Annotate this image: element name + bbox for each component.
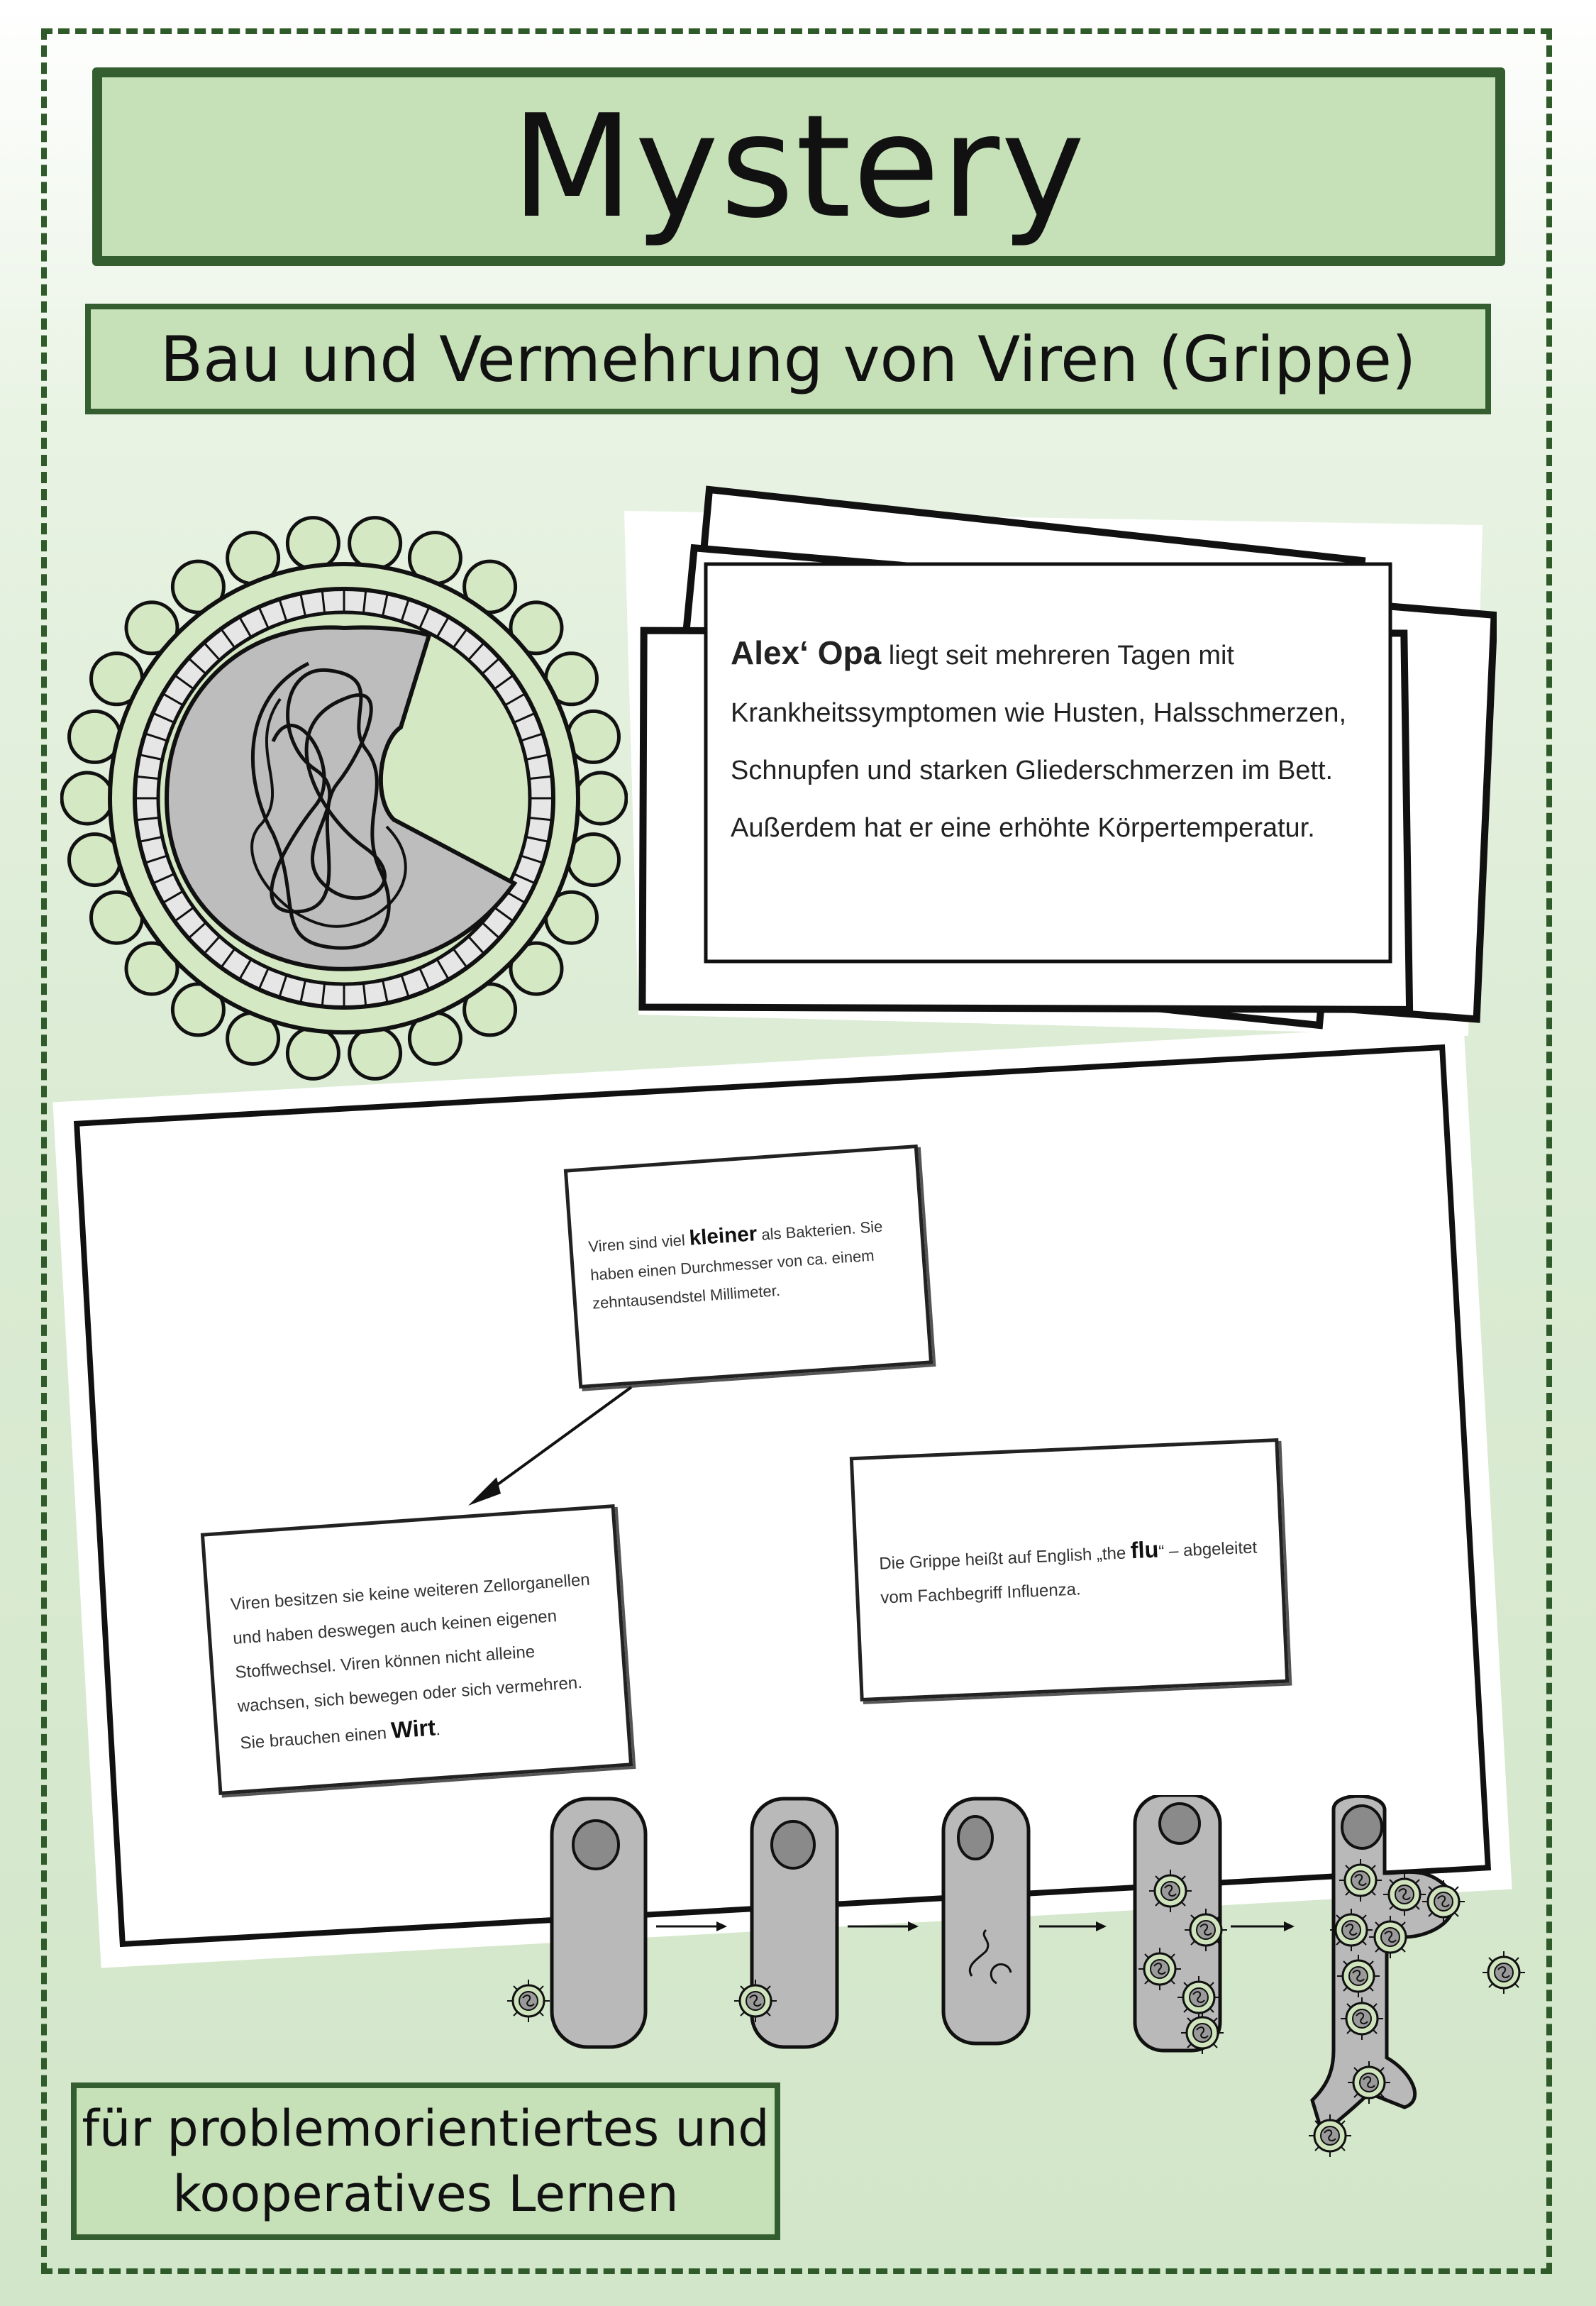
membrane-segment [436,959,450,981]
membrane-segment [467,935,485,955]
membrane-segment [467,641,485,661]
membrane-segment [520,732,544,742]
membrane-segment [321,590,326,614]
membrane-segment [220,948,236,969]
membrane-segment [494,674,514,690]
membrane-segment [400,974,410,998]
membrane-segment [144,732,168,742]
virus-spike [285,516,340,571]
membrane-segment [520,854,544,864]
membrane-segment [135,816,160,822]
virus-spike [124,941,179,996]
membrane-segment [203,641,221,661]
membrane-segment [152,712,175,724]
virus-spike [60,771,115,826]
note-card-size: Viren sind viel kleiner als Bakterien. S… [563,1144,933,1389]
membrane-segment [504,693,526,707]
title-banner: Mystery [92,67,1505,266]
membrane-segment [135,775,160,780]
membrane-segment [162,890,184,904]
membrane-segment [139,836,163,843]
membrane-segment [321,983,326,1007]
membrane-segment [257,967,270,991]
virus-spike [124,600,179,656]
note-host-text-end: . [435,1719,441,1740]
story-lead: Alex‘ Opa [731,634,882,671]
membrane-segment [238,959,253,981]
membrane-segment [419,606,431,629]
membrane-segment [419,967,431,991]
membrane-segment [528,775,553,780]
membrane-segment [528,816,553,822]
membrane-segment [238,616,253,638]
membrane-segment [187,922,207,939]
story-card-text: Alex‘ Opa liegt seit mehreren Tagen mit … [731,624,1369,857]
membrane-segment [400,598,410,622]
membrane-segment [452,628,468,649]
membrane-segment [382,979,389,1003]
index-cards-icon [624,485,1497,1036]
membrane-segment [278,598,288,622]
story-body: liegt seit mehreren Tagen mit Krankheits… [731,641,1347,843]
membrane-segment [174,674,194,690]
membrane-segment [278,974,288,998]
membrane-segment [494,906,514,922]
membrane-segment [525,754,549,761]
membrane-segment [481,657,501,675]
membrane-segment [162,693,184,707]
membrane-segment [513,873,536,885]
membrane-segment [257,606,270,629]
virus-spike [509,941,564,996]
membrane-segment [436,616,450,638]
membrane-segment [513,712,536,724]
virus-spike [348,1025,403,1081]
note-flu-text: Die Grippe heißt auf English „the [878,1543,1131,1574]
footer-banner: für problemorientiertes und kooperatives… [71,2082,780,2240]
membrane-segment [152,873,175,885]
membrane-segment [525,836,549,843]
membrane-segment [299,593,306,617]
note-flu-keyword: flu [1129,1536,1160,1564]
page-border [41,28,1552,2274]
membrane-segment [362,590,367,614]
page-title: Mystery [511,84,1087,250]
page-subtitle: Bau und Vermehrung von Viren (Grippe) [160,322,1417,396]
membrane-segment [174,906,194,922]
note-host-keyword: Wirt [390,1714,437,1743]
membrane-segment [362,983,367,1007]
membrane-segment [187,657,207,675]
membrane-segment [203,935,221,955]
virus-replication-cycle-icon [506,1795,1526,2158]
membrane-segment [220,628,236,649]
note-size-text: Viren sind viel [587,1230,690,1256]
subtitle-banner: Bau und Vermehrung von Viren (Grippe) [85,304,1491,414]
virus-spike [509,600,564,656]
note-size-keyword: kleiner [688,1222,758,1250]
footer-line-2: kooperatives Lernen [172,2165,679,2223]
virus-spike [285,1025,340,1081]
membrane-segment [139,754,163,761]
membrane-segment [299,979,306,1003]
membrane-segment [382,593,389,617]
membrane-segment [481,922,501,939]
footer-line-1: für problemorientiertes und [82,2100,770,2158]
note-card-flu: Die Grippe heißt auf English „the flu“ –… [849,1438,1290,1702]
membrane-segment [144,854,168,864]
influenza-virus-icon [60,516,628,1081]
virus-spike [348,516,403,571]
membrane-segment [452,948,468,969]
note-card-host: Viren besitzen sie keine weiteren Zellor… [200,1504,633,1795]
